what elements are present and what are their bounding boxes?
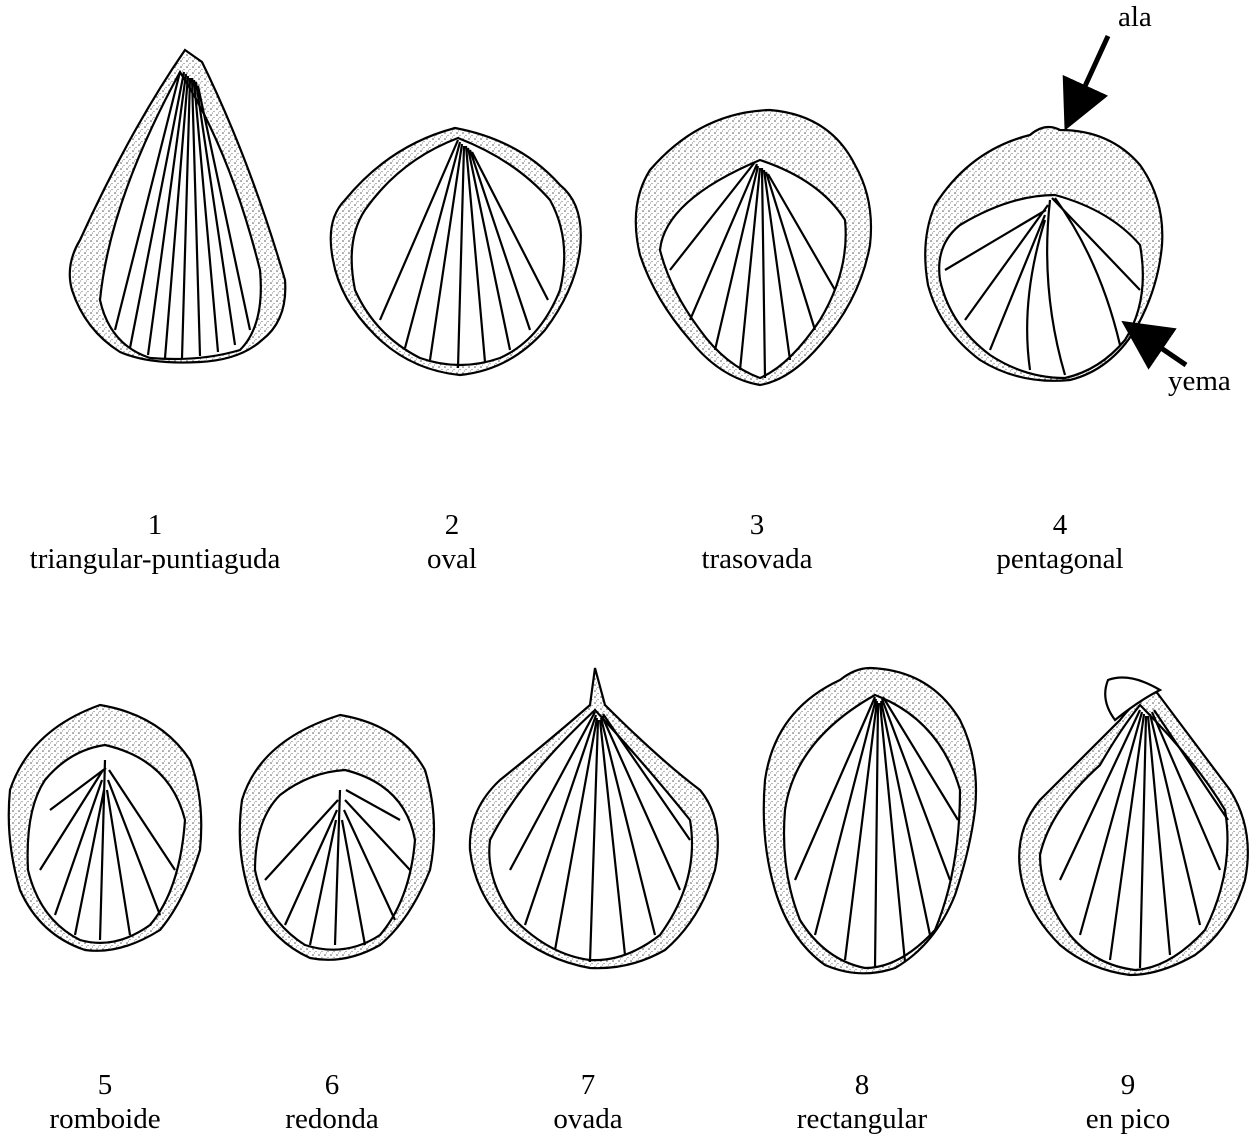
- clove-5-romboide: [9, 705, 202, 951]
- caption-name: trasovada: [701, 542, 812, 576]
- caption-3: 3 trasovada: [701, 508, 812, 576]
- clove-8-rectangular: [764, 668, 976, 973]
- caption-6: 6 redonda: [285, 1068, 378, 1136]
- caption-number: 5: [49, 1068, 160, 1102]
- caption-number: 1: [30, 508, 281, 542]
- caption-number: 6: [285, 1068, 378, 1102]
- caption-number: 7: [553, 1068, 622, 1102]
- caption-5: 5 romboide: [49, 1068, 160, 1136]
- clove-7-ovada: [470, 668, 718, 968]
- caption-name: en pico: [1086, 1102, 1171, 1136]
- arrow-icon: [1142, 335, 1186, 365]
- arrow-icon: [1075, 36, 1108, 108]
- clove-9-en-pico: [1019, 678, 1248, 975]
- clove-1-triangular-puntiaguda: [70, 50, 286, 363]
- caption-name: pentagonal: [996, 542, 1123, 576]
- caption-7: 7 ovada: [553, 1068, 622, 1136]
- caption-1: 1 triangular-puntiaguda: [30, 508, 281, 576]
- caption-2: 2 oval: [427, 508, 477, 576]
- caption-number: 8: [797, 1068, 927, 1102]
- clove-2-oval: [331, 128, 581, 375]
- caption-name: rectangular: [797, 1102, 927, 1136]
- callout-yema: yema: [1168, 366, 1231, 396]
- caption-number: 4: [996, 508, 1123, 542]
- caption-9: 9 en pico: [1086, 1068, 1171, 1136]
- clove-3-trasovada: [636, 110, 871, 385]
- caption-name: redonda: [285, 1102, 378, 1136]
- clove-6-redonda: [240, 715, 434, 960]
- caption-4: 4 pentagonal: [996, 508, 1123, 576]
- caption-name: ovada: [553, 1102, 622, 1136]
- caption-number: 9: [1086, 1068, 1171, 1102]
- caption-number: 2: [427, 508, 477, 542]
- caption-name: oval: [427, 542, 477, 576]
- callout-ala: ala: [1118, 2, 1152, 32]
- caption-name: triangular-puntiaguda: [30, 542, 281, 576]
- clove-4-pentagonal: [925, 127, 1162, 381]
- caption-number: 3: [701, 508, 812, 542]
- caption-8: 8 rectangular: [797, 1068, 927, 1136]
- caption-name: romboide: [49, 1102, 160, 1136]
